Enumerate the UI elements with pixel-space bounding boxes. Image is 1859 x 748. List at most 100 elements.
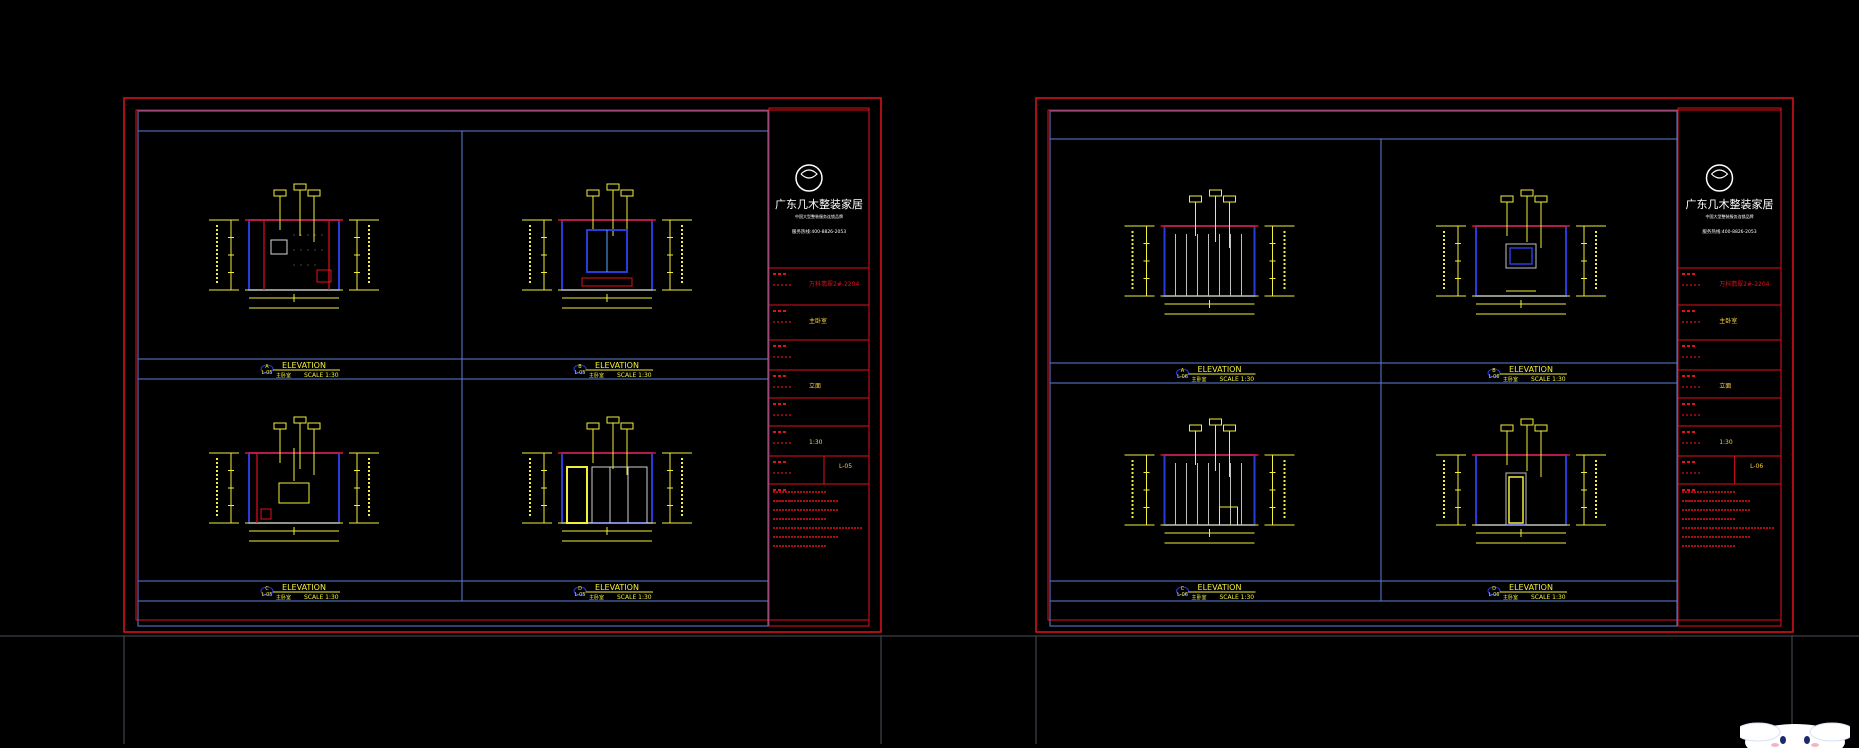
callout-tag	[293, 416, 307, 424]
window-frame	[1509, 247, 1533, 265]
wall-texture	[314, 249, 316, 251]
view-title: ELEVATION	[1198, 365, 1242, 374]
elevation-view-d[interactable]: DL-05 ELEVATION 主卧室 SCALE 1:30	[522, 416, 692, 601]
view-scale: SCALE 1:30	[1220, 594, 1255, 601]
logo-ring	[1705, 164, 1734, 192]
view-title: ELEVATION	[1509, 365, 1553, 374]
callout-tag	[307, 422, 321, 430]
callout-tag	[293, 183, 307, 191]
wall-texture	[293, 264, 295, 266]
field-value-no_value: L-06	[1750, 463, 1763, 470]
wardrobe	[591, 466, 648, 524]
wall-texture	[321, 249, 323, 251]
view-scale: SCALE 1:30	[304, 594, 339, 601]
nightstand	[316, 269, 332, 283]
callout-tag	[586, 422, 600, 430]
view-ref: L-06	[1177, 592, 1188, 598]
callout-tag	[1520, 189, 1534, 197]
wall-texture	[307, 249, 309, 251]
view-scale: SCALE 1:30	[617, 594, 652, 601]
callout-tag	[1209, 189, 1222, 197]
field-value-project_value: 万科翡翠2#-2204	[1719, 280, 1769, 288]
view-bubble	[1487, 586, 1501, 596]
callout-tag	[1209, 418, 1222, 426]
callout-tag	[273, 189, 287, 197]
view-letter: A	[1181, 368, 1185, 374]
view-scale: SCALE 1:30	[617, 372, 652, 379]
view-bubble	[573, 364, 587, 374]
door-leaf	[1508, 476, 1524, 524]
view-bubble	[1487, 368, 1501, 378]
view-ref: L-05	[575, 592, 586, 598]
view-title: ELEVATION	[282, 583, 326, 592]
callout-tag	[1534, 424, 1548, 432]
view-scale: SCALE 1:30	[1531, 594, 1566, 601]
callout-tag	[1189, 195, 1202, 203]
callout-tag	[1223, 424, 1236, 432]
view-bubble	[260, 586, 274, 596]
view-room: 主卧室	[589, 372, 604, 379]
view-title: ELEVATION	[1198, 583, 1242, 592]
company-tagline: 中国大型整装服务连锁品牌	[1706, 213, 1754, 219]
callout-tag	[307, 189, 321, 197]
field-value-drawing_value: 立面	[809, 382, 821, 390]
cinnamoroll-mascot-icon	[1740, 722, 1850, 748]
view-room: 主卧室	[1503, 376, 1518, 383]
view-letter: C	[1181, 586, 1185, 592]
wall-texture	[300, 234, 302, 236]
view-title: ELEVATION	[1509, 583, 1553, 592]
wall-outline	[248, 219, 340, 291]
callout-tag	[586, 189, 600, 197]
view-ref: L-05	[262, 370, 273, 376]
titleblock-border	[768, 107, 870, 627]
view-title: ELEVATION	[282, 361, 326, 370]
callout-tag	[620, 422, 634, 430]
callout-tag	[620, 189, 634, 197]
view-room: 主卧室	[589, 594, 604, 601]
view-bubble	[260, 364, 274, 374]
company-logo-icon	[795, 164, 823, 192]
callout-tag	[1189, 424, 1202, 432]
wall-texture	[307, 234, 309, 236]
drawing-area-border	[137, 110, 769, 627]
sheet-outer-border	[1035, 97, 1794, 633]
drawing-area-border	[1049, 110, 1678, 627]
callout-tag	[1223, 195, 1236, 203]
view-ref: L-05	[262, 592, 273, 598]
wall-outline	[561, 452, 653, 524]
field-value-scale_value: 1:30	[1719, 439, 1733, 446]
logo-mark	[800, 169, 818, 179]
view-letter: D	[578, 586, 582, 592]
logo-ring	[795, 164, 823, 192]
company-tagline: 中国大型整装服务连锁品牌	[795, 213, 843, 219]
wall-texture	[293, 249, 295, 251]
wall-outline	[1475, 225, 1567, 297]
view-letter: B	[578, 364, 582, 370]
view-bubble	[1176, 368, 1189, 378]
wall-outline	[1475, 454, 1567, 526]
tv-panel	[278, 482, 310, 504]
field-value-project_value: 万科翡翠2#-2204	[809, 280, 859, 288]
wall-texture	[300, 264, 302, 266]
callout-tag	[1500, 195, 1514, 203]
view-scale: SCALE 1:30	[1220, 376, 1255, 383]
field-value-area_value: 主卧室	[1719, 317, 1737, 325]
view-room: 主卧室	[276, 594, 291, 601]
wall-texture	[307, 264, 309, 266]
view-room: 主卧室	[276, 372, 291, 379]
field-value-no_value: L-05	[839, 463, 852, 470]
view-letter: D	[1492, 586, 1496, 592]
callout-tag	[1520, 418, 1534, 426]
view-ref: L-06	[1489, 592, 1500, 598]
view-title: ELEVATION	[595, 583, 639, 592]
